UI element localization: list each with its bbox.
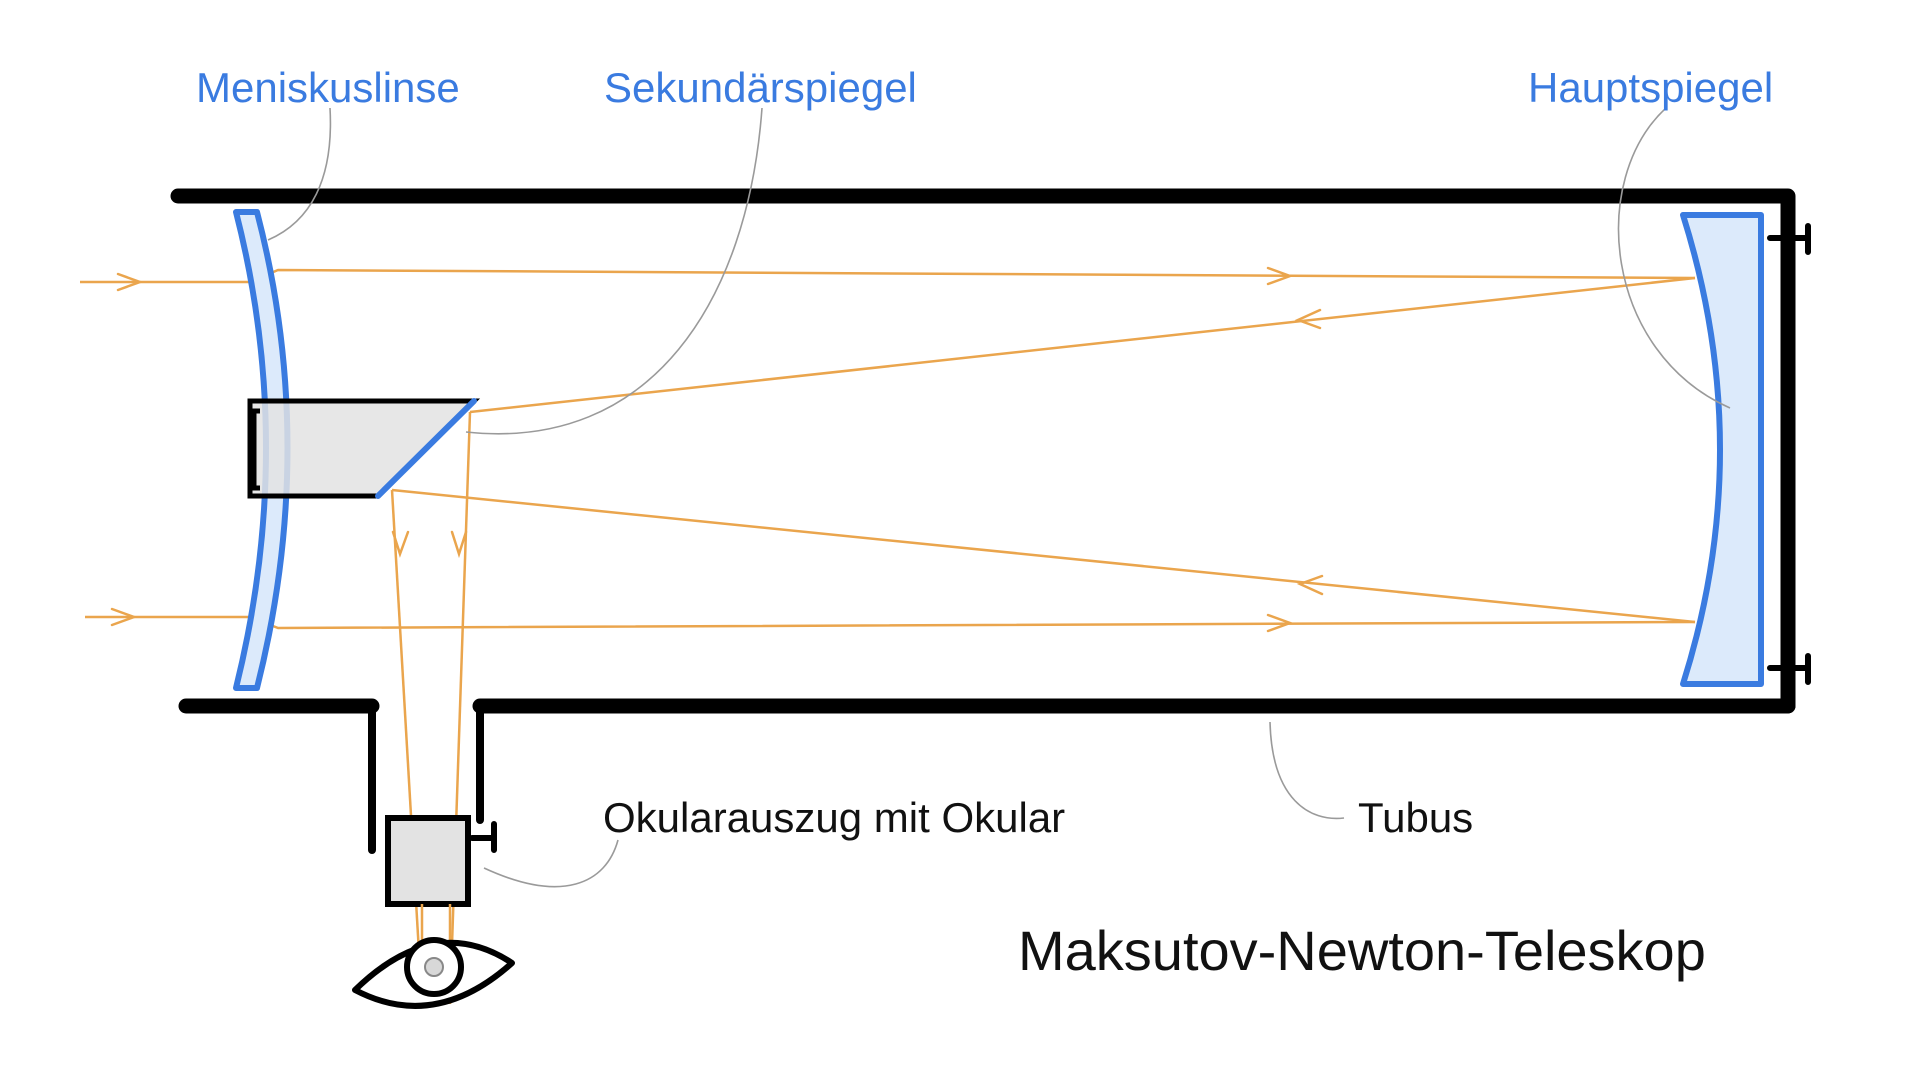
light-rays (80, 268, 1696, 1005)
label-meniskuslinse: Meniskuslinse (196, 64, 460, 111)
mirror-clamps (1767, 223, 1811, 685)
ray-arrows (110, 266, 1324, 633)
clamp-bottom (1767, 653, 1811, 685)
label-hauptspiegel: Hauptspiegel (1528, 64, 1773, 111)
ray-lower-down (390, 489, 424, 1005)
label-sekundaerspiegel: Sekundärspiegel (604, 64, 917, 111)
arrow-down-left (391, 530, 410, 558)
leader-tubus (1269, 721, 1345, 820)
arrow-down-right (450, 530, 468, 559)
secondary-holder-bracket (251, 408, 260, 491)
label-tubus: Tubus (1358, 794, 1473, 841)
arrow-lower-forward (1266, 613, 1294, 633)
eyepiece-knob (469, 821, 497, 853)
leader-meniskuslinse (267, 107, 332, 241)
primary-mirror (1680, 212, 1764, 687)
clamp-top (1767, 223, 1811, 255)
secondary-prism (247, 398, 481, 499)
tube (170, 188, 1796, 854)
diagram-title: Maksutov-Newton-Teleskop (1018, 919, 1706, 982)
arrow-lower-back (1296, 574, 1324, 596)
eyepiece-box (385, 815, 471, 907)
ray-upper-incoming (80, 268, 1696, 284)
arrow-in-lower (110, 607, 138, 627)
leader-hauptspiegel (1617, 107, 1731, 409)
ray-upper-reflected (469, 276, 1696, 414)
ray-upper-down (448, 411, 472, 1005)
ray-lower-incoming (85, 615, 1696, 630)
leader-okular (483, 839, 619, 888)
tube-top-wall (170, 188, 1796, 714)
arrow-upper-back (1294, 308, 1322, 330)
arrow-in-upper (116, 272, 144, 292)
ray-lower-reflected (391, 488, 1696, 624)
leader-lines (267, 107, 1731, 888)
secondary-mirror-surface (375, 398, 477, 499)
arrow-upper-forward (1266, 266, 1294, 286)
label-okularauszug: Okularauszug mit Okular (603, 794, 1065, 841)
leader-sekundaerspiegel (465, 107, 763, 435)
meniscus-lens (233, 209, 291, 691)
eye-icon (352, 937, 515, 1009)
